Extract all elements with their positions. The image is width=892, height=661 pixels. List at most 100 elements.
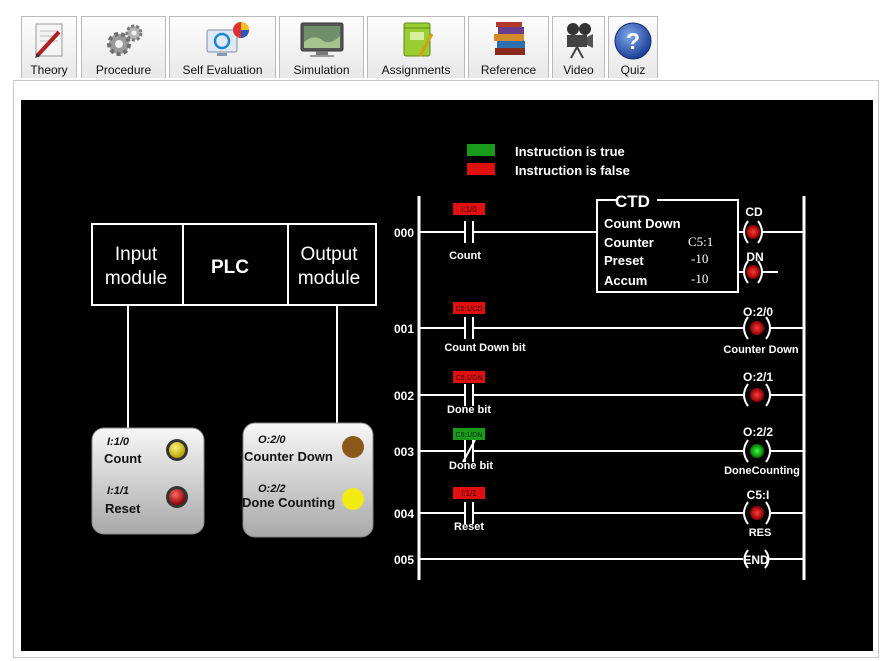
tab-label: Video — [563, 63, 594, 77]
tab-self-evaluation[interactable]: Self Evaluation — [169, 16, 276, 78]
rung-number: 005 — [394, 553, 414, 567]
tab-label: Quiz — [620, 63, 646, 77]
coil-label: RES — [749, 527, 772, 539]
ctd-preset-value: -10 — [691, 251, 708, 266]
reset-button[interactable] — [169, 489, 185, 505]
contact-label: Done bit — [447, 404, 491, 416]
counter-down-address: O:2/0 — [258, 434, 286, 446]
tab-label: Assignments — [381, 63, 451, 77]
reset-input-label: Reset — [105, 501, 141, 516]
coil-status-lamp — [750, 321, 764, 335]
rung-002: 002 C5:1/DN Done bit O:2/1 — [394, 370, 804, 416]
rung-number: 002 — [394, 389, 414, 403]
legend-true-swatch — [467, 144, 495, 156]
rung-005: 005 END — [394, 549, 804, 569]
plc-label: PLC — [211, 257, 249, 278]
coil-address: O:2/1 — [743, 370, 773, 384]
cd-status-lamp — [746, 225, 760, 239]
tab-reference[interactable]: Reference — [468, 16, 549, 78]
books-icon — [493, 22, 525, 55]
rung-001: 001 C5:1/CD Count Down bit O:2/0 Counter… — [394, 302, 804, 356]
count-button[interactable] — [169, 442, 185, 458]
contact-tag: C5:1/CD — [456, 306, 483, 313]
monitor-icon — [300, 22, 343, 57]
tab-simulation[interactable]: Simulation — [279, 16, 364, 78]
simulation-canvas: Instruction is true Instruction is false… — [91, 144, 806, 580]
theory-icon — [35, 23, 63, 58]
tab-assignments[interactable]: Assignments — [367, 16, 465, 78]
coil-address: O:2/2 — [743, 425, 773, 439]
camera-icon — [566, 23, 593, 59]
contact-label: Count Down bit — [444, 342, 526, 354]
tab-theory[interactable]: Theory — [21, 16, 77, 78]
ctd-count-down: Count Down — [604, 216, 681, 231]
coil-label: DoneCounting — [724, 465, 800, 477]
tab-label: Simulation — [293, 63, 350, 77]
ctd-counter-label: Counter — [604, 235, 654, 250]
notebook-icon — [403, 22, 434, 57]
tab-label: Reference — [480, 63, 537, 77]
legend-false-swatch — [467, 163, 495, 175]
simulation-screen: Instruction is true Instruction is false… — [21, 100, 873, 651]
rung-004: 004 I:1/1 Reset C5:I RES — [394, 487, 804, 539]
ctd-accum-label: Accum — [604, 273, 647, 288]
contact-label: Done bit — [449, 460, 493, 472]
rung-number: 000 — [394, 226, 414, 240]
end-coil-label: END — [743, 553, 769, 567]
ctd-accum-value: -10 — [691, 271, 708, 286]
output-module-line1: Output — [300, 244, 358, 265]
tab-bar: Theory Procedure Self Evaluation Si — [0, 0, 892, 80]
contact-tag: I:1/1 — [461, 489, 477, 498]
legend-false-label: Instruction is false — [515, 163, 630, 178]
contact-tag-bg — [453, 203, 485, 215]
svg-text:?: ? — [626, 28, 640, 54]
coil-address: O:2/0 — [743, 305, 773, 319]
ctd-block: CTD Count Down Counter C5:1 Preset -10 A… — [596, 192, 804, 293]
ctd-cd-label: CD — [745, 205, 763, 219]
counter-down-output-label: Counter Down — [244, 449, 333, 464]
contact-tag-bg — [453, 487, 485, 499]
coil-status-lamp — [750, 388, 764, 402]
tab-label: Procedure — [95, 63, 152, 77]
output-module-label: Output module — [298, 244, 360, 289]
contact-tag-bg — [453, 302, 485, 314]
done-counting-address: O:2/2 — [258, 483, 286, 495]
done-counting-output-label: Done Counting — [242, 495, 335, 510]
input-panel: I:1/0 Count I:1/1 Reset — [91, 427, 205, 535]
coil-status-lamp — [750, 444, 764, 458]
gears-icon — [106, 24, 142, 56]
input-module-line2: module — [105, 268, 167, 289]
tab-quiz[interactable]: ? Quiz — [608, 16, 658, 78]
contact-tag: C5:1/DN — [456, 432, 483, 439]
done-counting-lamp — [342, 488, 364, 510]
dn-status-lamp — [746, 265, 760, 279]
contact-tag-bg — [453, 428, 485, 440]
rung-number: 003 — [394, 445, 414, 459]
contact-tag: C5:1/DN — [456, 375, 483, 382]
tab-video[interactable]: Video — [552, 16, 605, 78]
ctd-dn-label: DN — [746, 250, 763, 264]
counter-down-lamp — [342, 436, 364, 458]
output-module-line2: module — [298, 268, 360, 289]
tab-label: Theory — [30, 63, 68, 77]
contact-label: Reset — [454, 521, 484, 533]
coil-status-lamp — [750, 506, 764, 520]
contact-tag-bg — [453, 371, 485, 383]
rung-003: 003 C5:1/DN Done bit O:2/2 DoneCounting — [394, 425, 804, 477]
contact-tag: I:1/0 — [461, 205, 477, 214]
coil-label: Counter Down — [723, 344, 798, 356]
ctd-counter-value: C5:1 — [688, 234, 713, 249]
rung-number: 001 — [394, 322, 414, 336]
rung-number: 004 — [394, 507, 414, 521]
count-input-label: Count — [104, 451, 142, 466]
output-panel: O:2/0 Counter Down O:2/2 Done Counting — [242, 422, 374, 538]
contact-label: Count — [449, 250, 481, 262]
tab-label: Self Evaluation — [182, 63, 263, 77]
evaluation-icon — [206, 22, 249, 56]
ctd-title: CTD — [615, 192, 650, 211]
rung-000: 000 I:1/0 Count — [394, 203, 597, 262]
tab-procedure[interactable]: Procedure — [81, 16, 166, 78]
count-address: I:1/0 — [107, 436, 130, 448]
